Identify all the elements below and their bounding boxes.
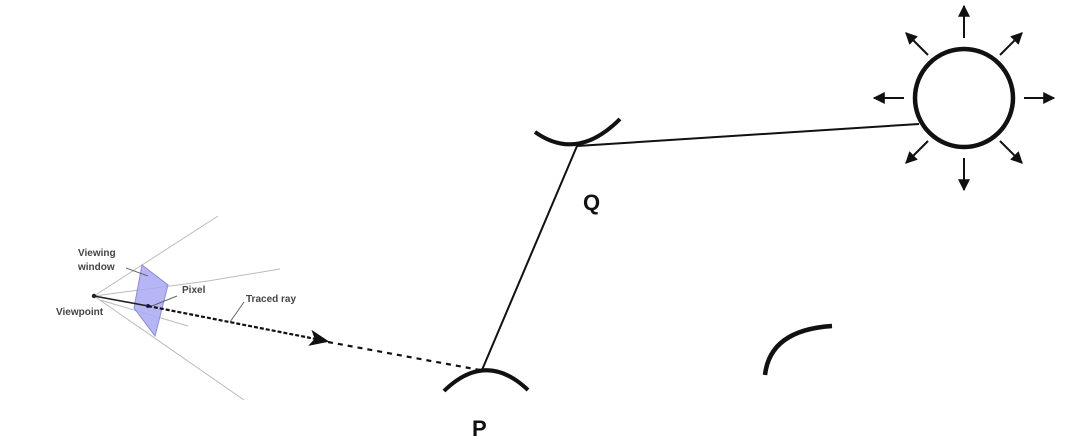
traced-ray-label: Traced ray — [246, 294, 296, 305]
viewing-window-label-2: window — [77, 262, 115, 273]
viewing-window-label: Viewing — [78, 248, 116, 259]
light-source-sun — [872, 4, 1056, 192]
ray-q-to-light — [576, 123, 920, 147]
surface-p — [442, 368, 530, 393]
surface-q — [533, 117, 622, 147]
point-q-label: Q — [583, 190, 600, 215]
viewpoint-label: Viewpoint — [56, 307, 104, 318]
ray-viewpoint-to-pixel — [93, 295, 149, 307]
view-frustum-lines — [93, 215, 281, 401]
pixel-label: Pixel — [182, 285, 206, 296]
point-p-label: P — [472, 416, 487, 441]
ray-p-to-q — [481, 145, 578, 371]
viewing-window — [133, 264, 169, 338]
traced-ray-continuation — [327, 340, 481, 372]
traced-ray — [147, 304, 330, 346]
secondary-surface — [762, 323, 833, 376]
label-leaders — [125, 267, 245, 323]
